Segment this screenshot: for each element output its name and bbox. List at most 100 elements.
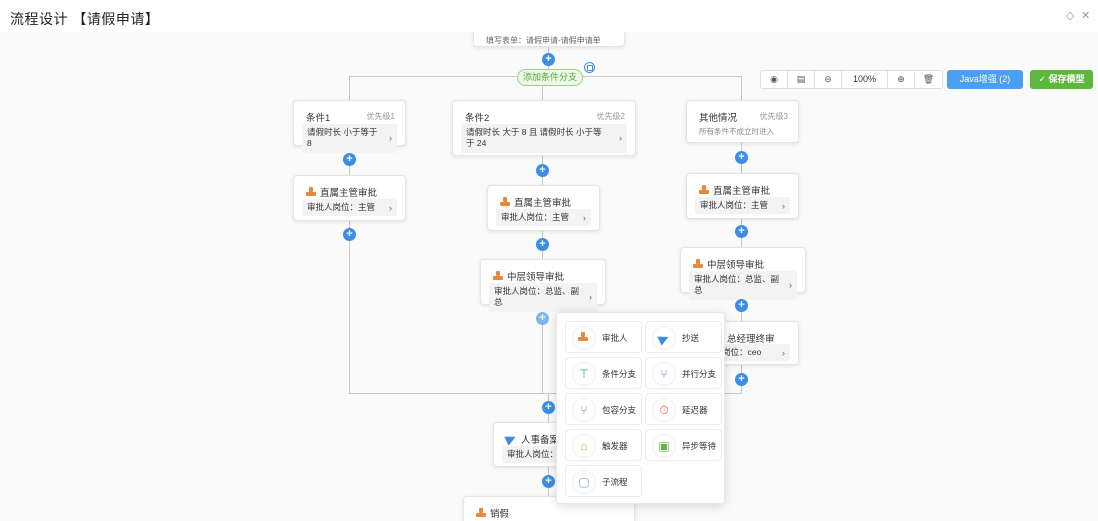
node-detail-text: 审批人岗位：主管	[700, 200, 769, 210]
node-detail[interactable]: 审批人岗位：总监、副总 ›	[489, 283, 597, 312]
node-detail-text: 岗位：ceo	[722, 347, 762, 357]
priority-label: 优先级2	[596, 112, 625, 121]
node-title-text: 直属主管审批	[514, 198, 572, 209]
node-detail[interactable]: 审批人岗位：主管›	[496, 209, 591, 227]
condition-text: 请假时长 小于等于 8	[307, 127, 378, 149]
restore-icon[interactable]: ◇	[1066, 10, 1075, 22]
popup-item-parallel-branch[interactable]: ⑂ 并行分支	[645, 357, 722, 389]
add-node-button[interactable]: +	[542, 475, 555, 488]
add-node-button[interactable]: +	[542, 53, 555, 66]
node-title: 直属主管审批	[306, 185, 377, 199]
approver-icon	[306, 187, 316, 197]
condition-text: 请假时长 大于 8 且 请假时长 小于等于 24	[466, 127, 602, 149]
save-model-button[interactable]: ✓ 保存模型	[1030, 70, 1093, 89]
add-node-button[interactable]: +	[536, 238, 549, 251]
condition-name: 条件2	[465, 113, 490, 124]
chevron-right-icon: ›	[782, 347, 785, 358]
condition-value[interactable]: 请假时长 大于 8 且 请假时长 小于等于 24 ›	[461, 124, 627, 153]
node-title: 直属主管审批	[500, 195, 571, 209]
node-detail-text: 审批人岗位：总监、副总	[694, 274, 780, 296]
approver-icon	[693, 259, 703, 269]
node-detail[interactable]: 审批人岗位：主管 ›	[302, 199, 397, 217]
connector-line	[349, 76, 350, 100]
node-detail-text: 审批人岗位：总监、副总	[494, 286, 580, 308]
condition-card-3[interactable]: 其他情况 优先级3 所有条件不成立时进入	[686, 100, 799, 143]
subprocess-icon: ▢	[572, 470, 596, 494]
node-detail-text: 审批人岗位：主管	[501, 212, 570, 222]
node-detail[interactable]: 审批人岗位：总监、副总›	[689, 271, 797, 300]
add-node-button-active[interactable]: +	[536, 312, 549, 325]
approver-card[interactable]: 中层领导审批 审批人岗位：总监、副总›	[680, 247, 806, 300]
approver-card[interactable]: 销假	[463, 496, 635, 521]
zoom-out-icon[interactable]: ⊖	[815, 71, 842, 88]
add-condition-branch-button[interactable]: 添加条件分支	[517, 69, 583, 86]
node-detail-text: 审批人岗位：主管	[307, 202, 376, 212]
add-node-button[interactable]: +	[735, 151, 748, 164]
approver-icon	[572, 326, 596, 350]
node-detail[interactable]: 岗位：ceo ›	[717, 344, 790, 362]
chevron-right-icon: ›	[589, 292, 592, 303]
form-node[interactable]: 填写表单：请假申请-请假申请单	[473, 32, 625, 47]
approver-card[interactable]: 中层领导审批 审批人岗位：总监、副总 ›	[480, 259, 606, 312]
zoom-in-icon[interactable]: ⊕	[888, 71, 915, 88]
popup-item-subprocess[interactable]: ▢ 子流程	[565, 465, 642, 497]
save-model-label: 保存模型	[1048, 74, 1085, 84]
approver-icon	[500, 197, 510, 207]
add-node-button[interactable]: +	[735, 225, 748, 238]
approver-card[interactable]: 直属主管审批 审批人岗位：主管 ›	[293, 175, 406, 221]
approver-card[interactable]: 直属主管审批 审批人岗位：主管 ›	[686, 173, 799, 219]
chevron-right-icon: ›	[619, 133, 622, 144]
node-title-text: 中层领导审批	[707, 260, 765, 271]
popup-item-cc[interactable]: 抄送	[645, 321, 722, 353]
condition-name: 其他情况	[699, 113, 738, 124]
title-bar: 流程设计 【请假申请】 ◇ ✕	[0, 0, 1098, 32]
add-node-button[interactable]: +	[343, 228, 356, 241]
popup-item-label: 子流程	[602, 477, 628, 487]
close-icon[interactable]: ✕	[1081, 10, 1091, 22]
zoom-toolbar: ◉ ▤ ⊖ 100% ⊕ 🗑	[760, 70, 943, 89]
popup-item-label: 并行分支	[682, 369, 717, 379]
add-node-button[interactable]: +	[735, 373, 748, 386]
add-node-button[interactable]: +	[542, 401, 555, 414]
add-node-button[interactable]: +	[735, 299, 748, 312]
condition-name: 条件1	[306, 113, 331, 124]
connector-line	[349, 145, 350, 393]
branch-icon: ⊤	[572, 362, 596, 386]
popup-item-inclusive-branch[interactable]: ⑂ 包容分支	[565, 393, 642, 425]
node-title: 销假	[476, 506, 509, 520]
priority-label: 优先级3	[759, 112, 788, 121]
node-title-text: 直属主管审批	[713, 186, 771, 197]
node-title: 中层领导审批	[693, 257, 764, 271]
popup-item-approver[interactable]: 审批人	[565, 321, 642, 353]
node-title-text: 中层领导审批	[507, 272, 565, 283]
condition-card-1[interactable]: 条件1 优先级1 请假时长 小于等于 8›	[293, 100, 406, 153]
preview-icon[interactable]: ◉	[761, 71, 788, 88]
node-detail[interactable]: 审批人岗位：主管 ›	[695, 197, 790, 215]
popup-item-condition-branch[interactable]: ⊤ 条件分支	[565, 357, 642, 389]
delete-icon[interactable]: 🗑	[922, 74, 935, 84]
zoom-level: 100%	[842, 71, 888, 88]
inclusive-icon: ⑂	[572, 398, 596, 422]
copy-branch-icon[interactable]	[584, 62, 595, 73]
approver-card[interactable]: 直属主管审批 审批人岗位：主管›	[487, 185, 600, 231]
condition-value[interactable]: 请假时长 小于等于 8›	[302, 124, 397, 153]
popup-item-label: 抄送	[682, 333, 700, 343]
flow-canvas[interactable]: 填写表单：请假申请-请假申请单 + 添加条件分支 ◉ ▤ ⊖ 100% ⊕ 🗑 …	[0, 32, 1098, 521]
connector-line	[349, 393, 742, 394]
popup-item-async-wait[interactable]: ▣ 异步等待	[645, 429, 722, 461]
add-node-button[interactable]: +	[343, 153, 356, 166]
popup-item-timer[interactable]: ⏱ 延迟器	[645, 393, 722, 425]
java-enhance-button[interactable]: Java增强 (2)	[947, 70, 1023, 89]
chevron-right-icon: ›	[389, 202, 392, 213]
timer-icon: ⏱	[652, 398, 676, 422]
priority-label: 优先级1	[366, 112, 395, 121]
add-node-button[interactable]: +	[536, 164, 549, 177]
chevron-right-icon: ›	[782, 200, 785, 211]
popup-item-trigger[interactable]: ⌂ 触发器	[565, 429, 642, 461]
send-icon	[652, 326, 676, 350]
node-title-text: 直属主管审批	[320, 188, 378, 199]
node-title: 直属主管审批	[699, 183, 770, 197]
condition-card-2[interactable]: 条件2 优先级2 请假时长 大于 8 且 请假时长 小于等于 24 ›	[452, 100, 636, 156]
node-title: 中层领导审批	[493, 269, 564, 283]
grid-icon[interactable]: ▤	[788, 71, 815, 88]
